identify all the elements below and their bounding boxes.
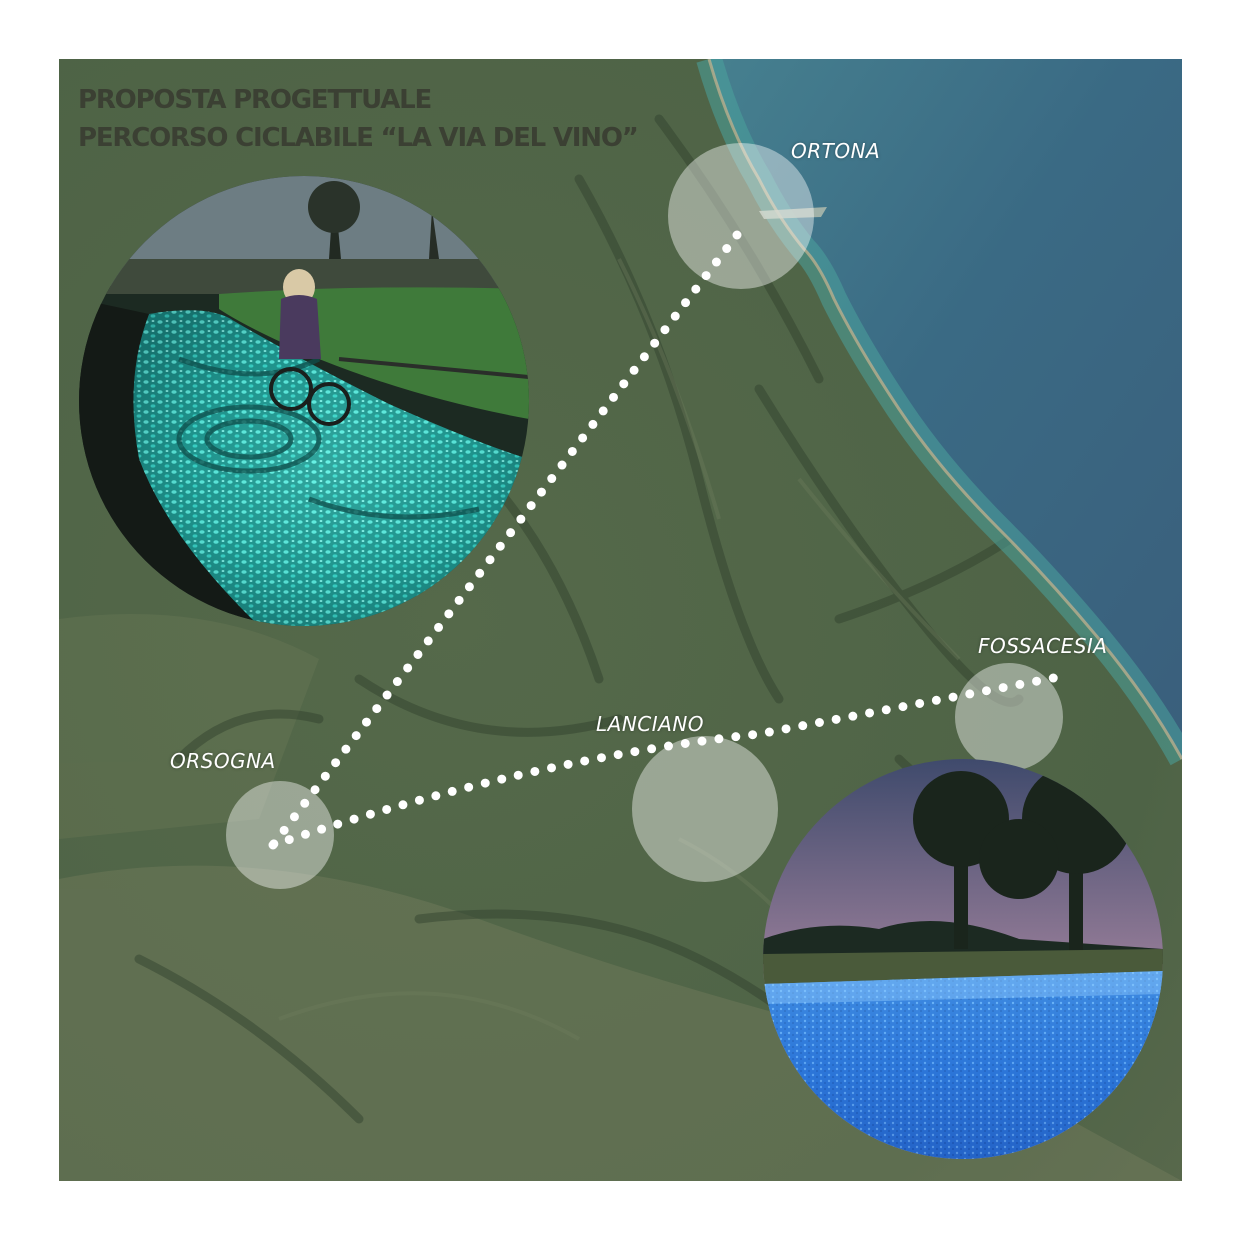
port-pier bbox=[759, 207, 827, 219]
town-circle-orsogna bbox=[226, 781, 334, 889]
place-label-orsogna: ORSOGNA bbox=[170, 749, 276, 773]
place-label-ortona: ORTONA bbox=[791, 139, 881, 163]
bike-route bbox=[268, 230, 1069, 850]
place-label-lanciano: LANCIANO bbox=[596, 712, 705, 736]
town-circle-lanciano bbox=[632, 736, 778, 882]
map-graphic bbox=[59, 59, 1182, 1181]
route-segment-orsogna-fossacesia bbox=[268, 671, 1069, 850]
town-circle-ortona bbox=[668, 143, 814, 289]
place-label-fossacesia: FOSSACESIA bbox=[978, 634, 1108, 658]
photo-blue-path-dusk bbox=[763, 759, 1163, 1159]
photo-cyan-bike-path bbox=[79, 176, 529, 626]
town-circle-fossacesia bbox=[955, 663, 1063, 771]
title-line-1: PROPOSTA PROGETTUALE bbox=[78, 85, 432, 115]
title-line-2: PERCORSO CICLABILE “LA VIA DEL VINO” bbox=[78, 123, 639, 153]
satellite-map bbox=[59, 59, 1182, 1181]
